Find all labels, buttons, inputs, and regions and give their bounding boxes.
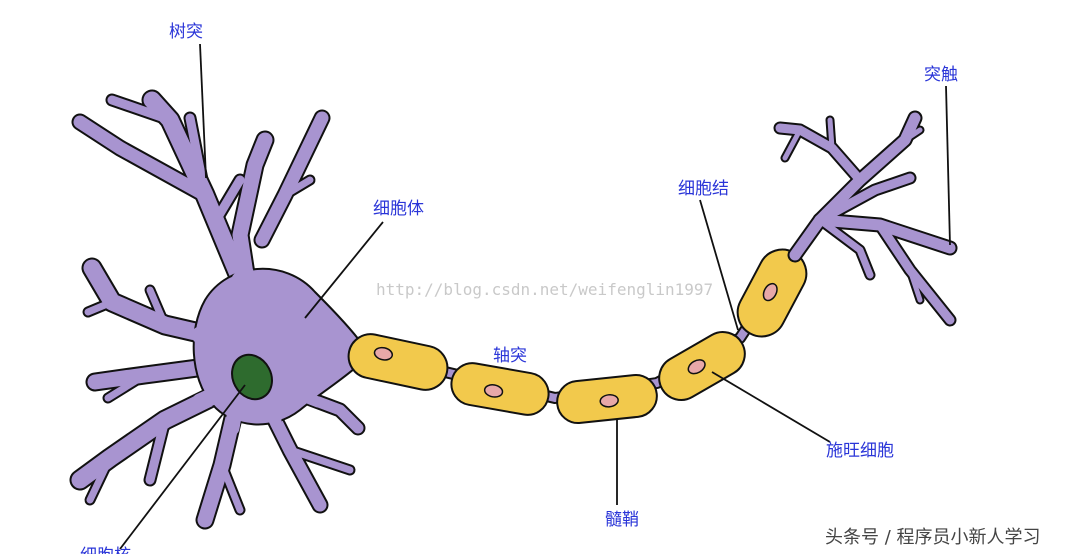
leader-nucleus [119,384,246,550]
label-schwann-cell: 施旺细胞 [826,441,894,461]
axon-terminals [773,110,958,327]
schwann-nucleus [687,359,706,375]
schwann-nucleus [762,282,778,302]
credit-text: 头条号 / 程序员小新人学习 [825,527,1041,548]
myelin-segment [658,331,746,401]
label-axon: 轴突 [493,346,527,366]
schwann-nucleus [373,346,394,361]
leader-schwann [711,371,831,443]
cell-body-blend [191,264,324,436]
myelin-segment [450,362,550,416]
leader-cell-body [304,221,384,319]
myelin-segment [556,373,658,425]
leader-synapse [945,85,951,246]
labels: 树突 突触 细胞体 细胞结 轴突 施旺细胞 髓鞘 细胞核 [80,22,958,554]
myelin-segment [347,333,449,391]
leader-dendrite [199,43,207,179]
myelin-sheath [347,248,808,425]
label-synapse: 突触 [924,65,958,85]
label-node: 细胞结 [678,179,729,199]
cell-body [191,264,363,436]
label-nucleus: 细胞核 [80,546,131,554]
label-dendrite: 树突 [169,22,203,42]
leader-lines [119,43,951,550]
myelin-segment [736,248,808,338]
leader-node [699,199,739,331]
schwann-nucleus [599,393,619,408]
schwann-nucleus [483,384,504,398]
watermark: http://blog.csdn.net/weifenglin1997 [376,280,713,299]
label-myelin-sheath: 髓鞘 [605,510,639,530]
label-cell-body: 细胞体 [373,199,424,219]
